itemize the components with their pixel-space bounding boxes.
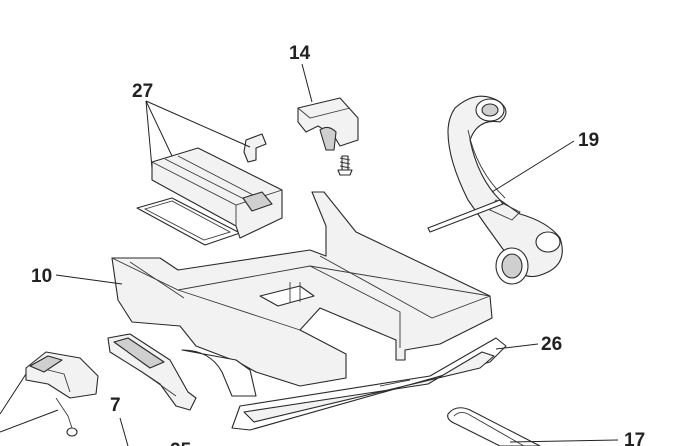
callout-27: 27 (132, 81, 153, 102)
leader-lines (0, 63, 619, 446)
callout-10: 10 (31, 266, 52, 287)
callout-14: 14 (289, 43, 311, 64)
part-14-latch-cap (297, 97, 359, 176)
callout-26: 26 (541, 334, 562, 355)
part-26-gasket (231, 337, 507, 431)
part-27-tray (136, 133, 283, 246)
callout-7: 7 (110, 395, 121, 416)
callout-17: 17 (624, 430, 645, 446)
part-17-belt (447, 407, 541, 446)
callout-19: 19 (578, 130, 599, 151)
callout-25: 25 (170, 440, 192, 446)
part-25-side-trim (107, 333, 197, 411)
part-bumper-block (25, 351, 99, 437)
part-10-main-housing (111, 191, 493, 397)
part-19-hose (427, 95, 563, 285)
